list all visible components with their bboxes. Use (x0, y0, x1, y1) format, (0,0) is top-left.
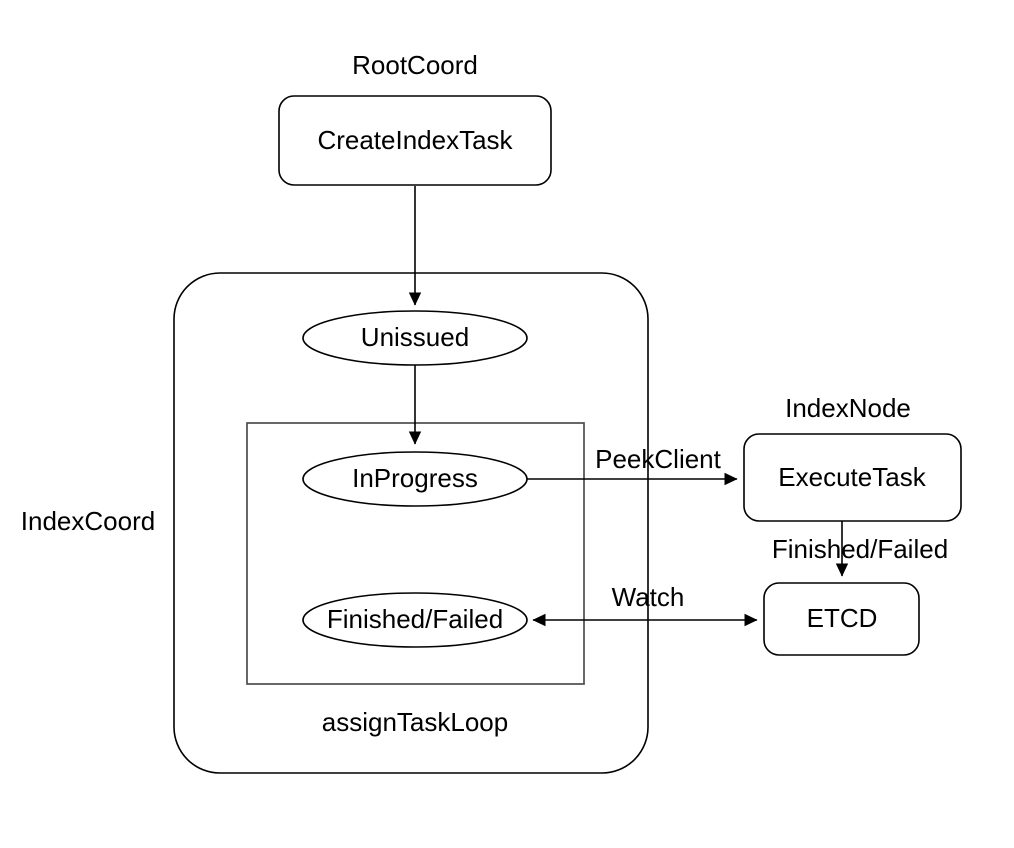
node-create-index-task[interactable]: CreateIndexTask (278, 95, 552, 186)
node-finished-failed-label: Finished/Failed (327, 604, 503, 634)
node-finished-failed[interactable]: Finished/Failed (302, 592, 528, 648)
group-label-rootcoord: RootCoord (352, 50, 478, 80)
node-unissued-label: Unissued (361, 322, 469, 352)
edge-label-finished-failed: Finished/Failed (772, 534, 948, 564)
node-inprogress-shape (302, 451, 528, 507)
node-unissued-shape (302, 310, 528, 366)
group-indexcoord-box (173, 272, 649, 774)
edge-label-watch: Watch (612, 582, 685, 612)
node-execute-task-shape (743, 433, 962, 522)
node-create-index-task-shape (278, 95, 552, 186)
node-unissued[interactable]: Unissued (302, 310, 528, 366)
node-execute-task-label: ExecuteTask (778, 462, 926, 492)
node-execute-task[interactable]: ExecuteTask (743, 433, 962, 522)
edge-label-peekclient: PeekClient (595, 444, 722, 474)
group-label-indexnode: IndexNode (785, 393, 911, 423)
node-etcd-shape (763, 582, 920, 656)
node-finished-failed-shape (302, 592, 528, 648)
node-etcd-label: ETCD (807, 603, 878, 633)
node-etcd[interactable]: ETCD (763, 582, 920, 656)
node-inprogress-label: InProgress (352, 463, 478, 493)
group-label-assigntaskloop: assignTaskLoop (322, 707, 508, 737)
group-label-indexcoord: IndexCoord (21, 506, 155, 536)
node-create-index-task-label: CreateIndexTask (317, 125, 513, 155)
node-inprogress[interactable]: InProgress (302, 451, 528, 507)
